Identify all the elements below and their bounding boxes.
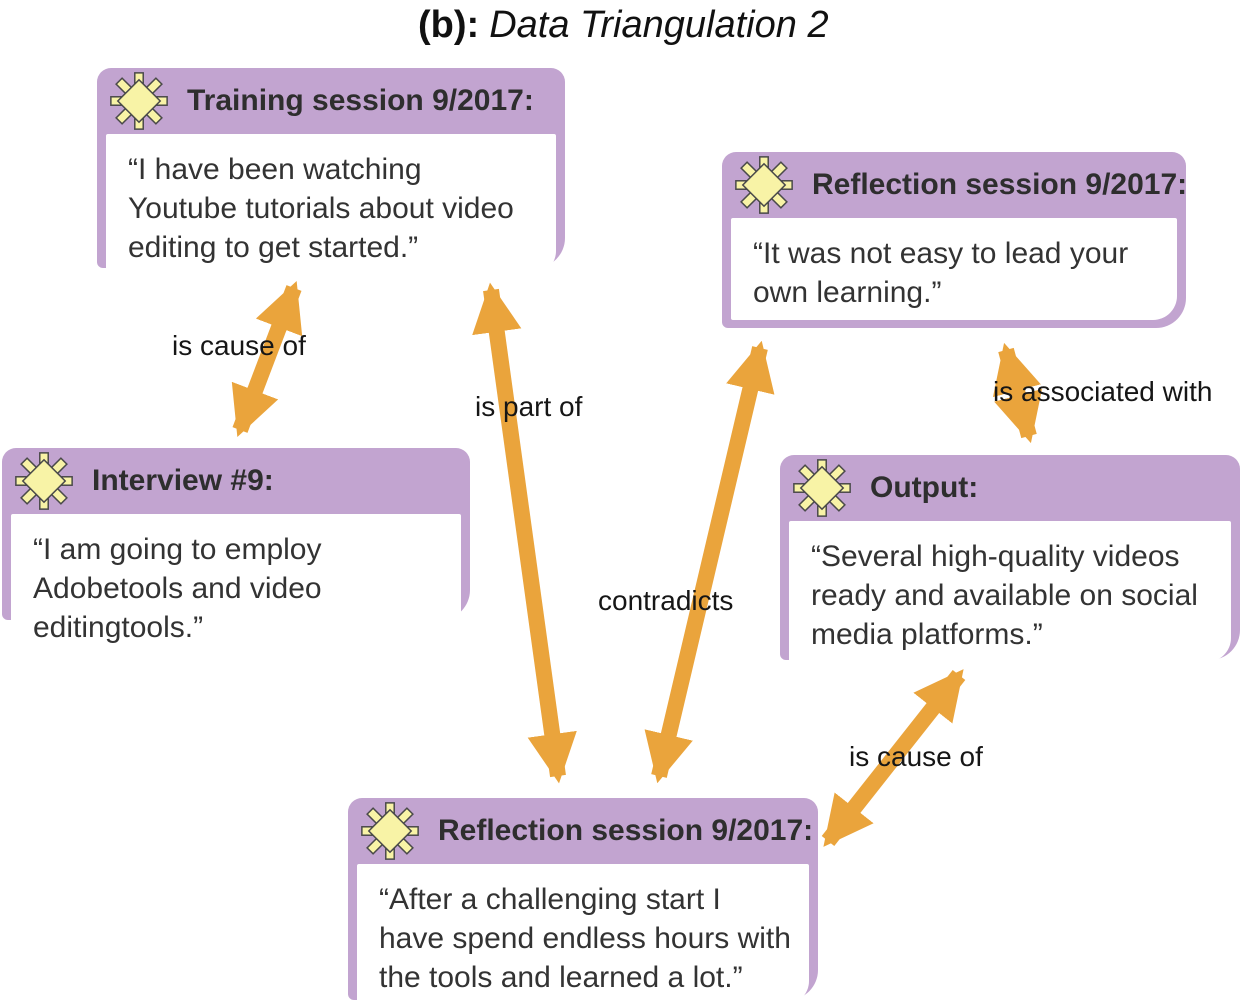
node-title: Reflection session 9/2017: (438, 814, 814, 847)
relation-label-contradicts: contradicts (598, 585, 734, 616)
node-header: Reflection session 9/2017: (348, 798, 818, 864)
code-sparkle-icon (735, 156, 793, 214)
node-title: Interview #9: (92, 464, 274, 497)
node-header: Training session 9/2017: (97, 68, 565, 134)
node-title: Training session 9/2017: (187, 84, 534, 117)
diagram-title: (b):Data Triangulation 2 (418, 4, 829, 47)
arrow-is-cause-of-2 (821, 669, 966, 847)
code-sparkle-icon (110, 72, 168, 130)
node-title: Reflection session 9/2017: (812, 168, 1188, 201)
relation-label-is-cause-of-2: is cause of (849, 741, 983, 772)
node-quote: “It was not easy to lead your own learni… (731, 218, 1177, 320)
relation-label-is-cause-of-1: is cause of (172, 330, 306, 361)
code-sparkle-icon (361, 802, 419, 860)
node-quote: “After a challenging start I have spend … (357, 864, 809, 1003)
node-reflection-session-bottom[interactable]: Reflection session 9/2017: “After a chal… (348, 798, 818, 1003)
node-training-session[interactable]: Training session 9/2017: “I have been wa… (97, 68, 565, 275)
arrow-is-part-of (472, 282, 577, 784)
arrow-is-cause-of-1 (231, 281, 303, 437)
title-name: Data Triangulation 2 (489, 4, 829, 46)
node-header: Interview #9: (2, 448, 470, 514)
node-quote: “I am going to employ Adobetools and vid… (11, 514, 461, 655)
node-reflection-session-top[interactable]: Reflection session 9/2017: “It was not e… (722, 152, 1188, 328)
code-sparkle-icon (793, 459, 851, 517)
arrow-is-associated-with (992, 342, 1043, 444)
node-quote: “I have been watching Youtube tutorials … (106, 134, 556, 275)
relation-label-is-part-of: is part of (475, 391, 583, 422)
title-prefix: (b): (418, 4, 480, 46)
relation-label-is-associated-with: is associated with (993, 376, 1213, 407)
node-title: Output: (870, 471, 979, 504)
node-quote: “Several high-quality videos ready and a… (789, 521, 1231, 662)
code-sparkle-icon (15, 452, 73, 510)
node-interview-9[interactable]: Interview #9: “I am going to employ Adob… (2, 448, 470, 655)
node-output[interactable]: Output: “Several high-quality videos rea… (780, 455, 1240, 662)
arrow-contradicts (644, 340, 775, 784)
node-header: Reflection session 9/2017: (722, 152, 1188, 218)
node-header: Output: (780, 455, 1240, 521)
